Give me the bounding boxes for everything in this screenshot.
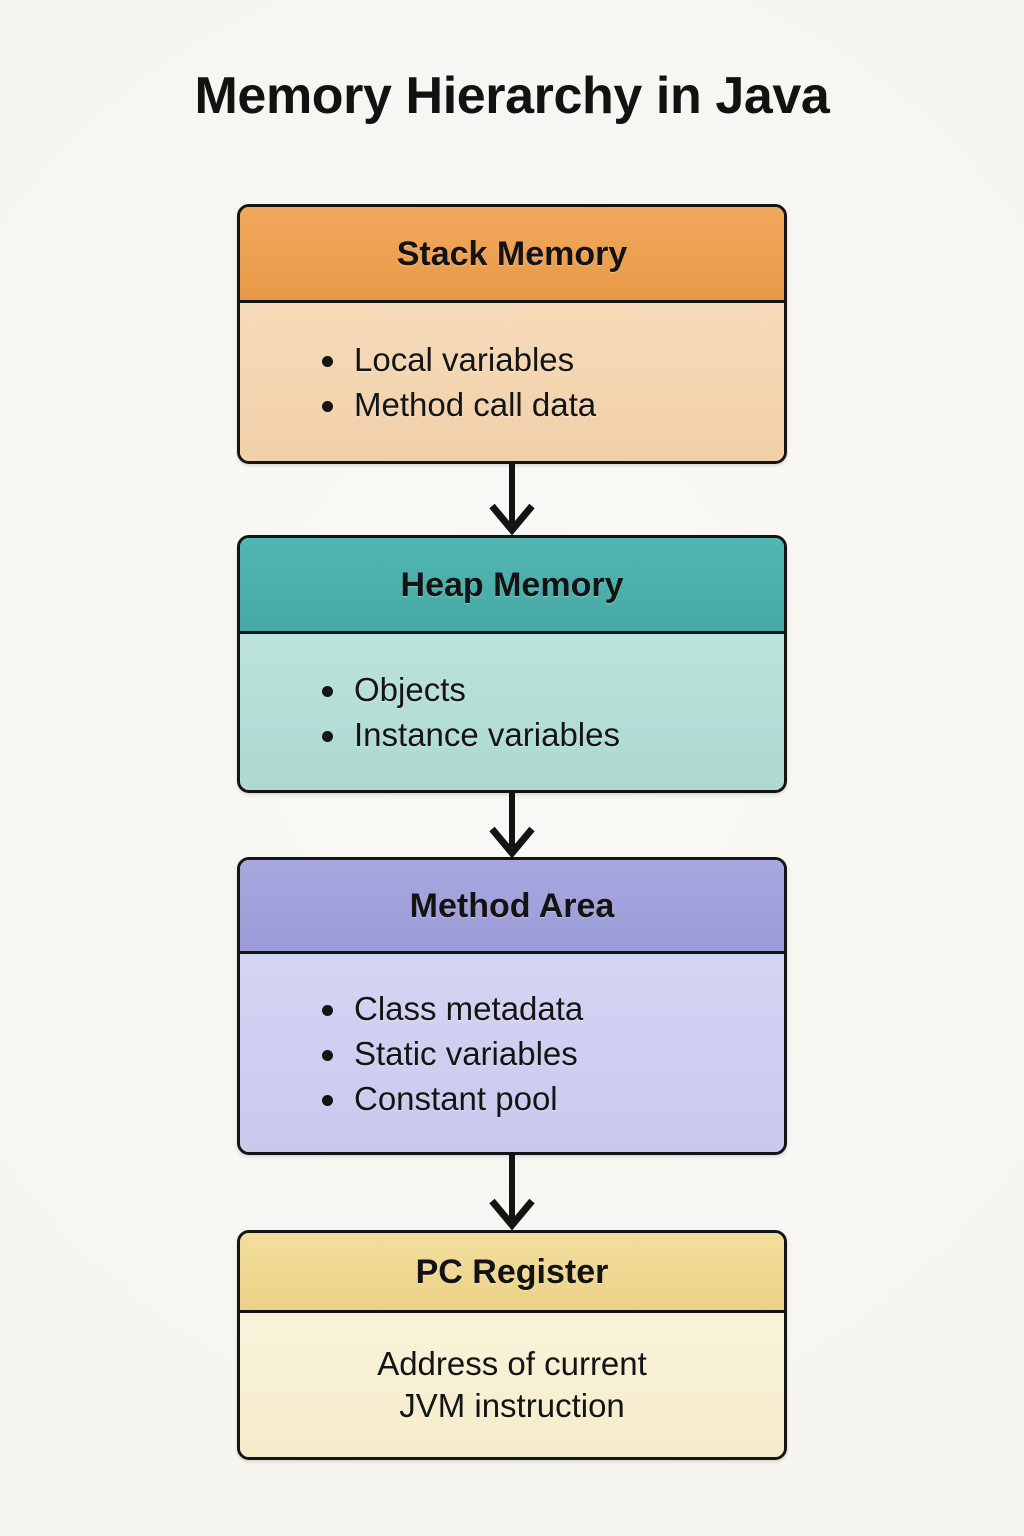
node-pc-register-title: PC Register — [240, 1233, 784, 1313]
node-method-area-title: Method Area — [240, 860, 784, 954]
node-pc-register[interactable]: PC Register Address of current JVM instr… — [237, 1230, 787, 1460]
list-item: Class metadata — [240, 992, 784, 1025]
pc-register-line-2: JVM instruction — [399, 1387, 625, 1424]
arrow-method-to-pc-head — [489, 1198, 535, 1231]
list-item: Method call data — [240, 388, 784, 421]
node-stack-memory-body: Local variables Method call data — [240, 303, 784, 461]
list-item: Static variables — [240, 1037, 784, 1070]
page-title: Memory Hierarchy in Java — [194, 67, 830, 125]
node-method-area[interactable]: Method Area Class metadata Static variab… — [237, 857, 787, 1155]
list-item: Constant pool — [240, 1082, 784, 1115]
arrow-stack-to-heap-head — [489, 503, 535, 536]
node-heap-memory-title: Heap Memory — [240, 538, 784, 634]
node-pc-register-body: Address of current JVM instruction — [240, 1313, 784, 1457]
list-item: Local variables — [240, 343, 784, 376]
node-method-area-body: Class metadata Static variables Constant… — [240, 954, 784, 1152]
node-heap-memory-body: Objects Instance variables — [240, 634, 784, 790]
list-item: Objects — [240, 673, 784, 706]
list-item: Instance variables — [240, 718, 784, 751]
heap-memory-list: Objects Instance variables — [240, 661, 784, 763]
node-stack-memory-title: Stack Memory — [240, 207, 784, 303]
arrow-heap-to-method-head — [489, 826, 535, 859]
node-heap-memory[interactable]: Heap Memory Objects Instance variables — [237, 535, 787, 793]
stack-memory-list: Local variables Method call data — [240, 331, 784, 433]
pc-register-line-1: Address of current — [377, 1344, 647, 1382]
method-area-list: Class metadata Static variables Constant… — [240, 980, 784, 1127]
node-stack-memory[interactable]: Stack Memory Local variables Method call… — [237, 204, 787, 464]
